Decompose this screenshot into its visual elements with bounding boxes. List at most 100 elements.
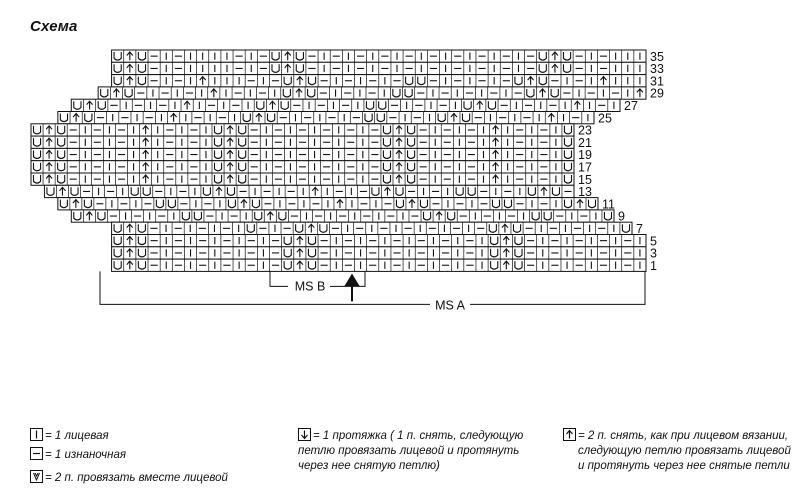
yarn-over-stitch: [463, 101, 472, 110]
slip-up-stitch: [215, 186, 223, 196]
yarn-over-stitch: [295, 64, 304, 73]
purl-stitch-icon: [30, 447, 43, 460]
row-number-label: 19: [578, 148, 592, 162]
yarn-over-stitch: [419, 199, 429, 209]
slip-up-stitch: [492, 161, 499, 171]
yarn-over-stitch: [562, 52, 572, 61]
yarn-over-stitch: [256, 101, 265, 110]
yarn-over-stitch: [213, 150, 223, 159]
slip-up-stitch: [492, 124, 499, 135]
slip-up-stitch: [255, 112, 263, 122]
yarn-over-stitch: [514, 236, 523, 246]
row-number-label: 23: [578, 124, 592, 138]
legend-slip-up-line-3: и протянуть через нее снятые петли: [578, 460, 790, 472]
knit-stitch-icon: [30, 428, 43, 441]
yarn-over-stitch: [137, 76, 147, 86]
legend-k2tog-label: = 2 п. провязать вместе лицевой: [45, 472, 228, 484]
yarn-over-stitch: [490, 236, 499, 246]
slip-up-stitch: [183, 100, 191, 110]
yarn-over-stitch: [238, 138, 247, 147]
yarn-over-stitch: [57, 138, 66, 147]
slip-up-stitch: [45, 174, 53, 184]
yarn-over-stitch: [251, 199, 260, 209]
yarn-over-stitch: [392, 88, 401, 98]
yarn-over-stitch: [113, 236, 122, 246]
yarn-over-stitch: [57, 150, 66, 159]
yarn-over-stitch: [254, 211, 263, 221]
yarn-over-stitch: [371, 187, 380, 196]
yarn-over-stitch: [405, 76, 414, 86]
slip-up-stitch: [126, 223, 134, 233]
slip-up-stitch: [142, 161, 150, 171]
yarn-over-stitch: [113, 261, 122, 270]
slip-up-stitch: [395, 149, 403, 159]
yarn-over-stitch: [57, 125, 66, 135]
yarn-over-stitch: [563, 162, 573, 172]
slip-up-stitch: [307, 223, 315, 233]
yarn-over-stitch: [382, 138, 392, 147]
yarn-over-stitch: [113, 52, 122, 61]
slip-up-stitch: [573, 100, 581, 110]
yarn-over-stitch: [246, 224, 255, 233]
slip-up-stitch: [476, 100, 484, 110]
slip-up-stitch: [170, 112, 178, 122]
yarn-over-stitch: [46, 187, 55, 196]
yarn-over-stitch: [376, 113, 385, 123]
yarn-over-stitch: [213, 162, 223, 172]
yarn-over-stitch: [283, 248, 292, 258]
yarn-over-stitch: [113, 248, 122, 258]
slip-up-stitch: [142, 174, 150, 184]
slip-up-stitch: [502, 235, 510, 245]
yarn-over-stitch: [512, 224, 522, 233]
yarn-over-stitch: [455, 187, 464, 196]
yarn-over-stitch: [563, 150, 573, 159]
yarn-over-stitch: [137, 224, 146, 233]
yarn-over-stitch: [461, 113, 471, 123]
yarn-over-stitch: [307, 236, 317, 246]
slip-up-stitch: [126, 235, 134, 245]
yarn-over-stitch: [202, 187, 211, 196]
yarn-over-stitch: [32, 175, 42, 184]
row-number-label: 35: [650, 50, 664, 64]
yarn-over-stitch: [550, 88, 559, 98]
yarn-over-stitch: [307, 88, 316, 98]
row-number-label: 13: [578, 185, 592, 199]
yarn-over-stitch: [283, 236, 292, 246]
yarn-over-stitch: [59, 199, 68, 209]
slip-up-stitch: [226, 137, 234, 147]
legend-knit-label: = 1 лицевая: [45, 430, 109, 442]
yarn-over-stitch: [603, 211, 613, 221]
yarn-over-stitch: [587, 199, 597, 209]
row-number-label: 31: [650, 74, 664, 88]
slip-up-stitch: [435, 211, 443, 221]
slip-up-stitch: [450, 112, 458, 122]
slip-up-stitch: [551, 63, 559, 73]
slip-up-stitch: [296, 235, 304, 245]
slip-up-stitch: [502, 247, 510, 258]
slip-up-stitch: [408, 198, 416, 208]
chart-row: [111, 74, 647, 88]
slip-up-stitch: [395, 137, 403, 147]
slip-up-stitch: [269, 100, 276, 110]
yarn-over-stitch: [84, 113, 93, 123]
yarn-over-stitch: [514, 261, 523, 270]
yarn-over-stitch: [382, 125, 392, 135]
yarn-over-stitch: [238, 175, 247, 184]
yarn-over-stitch: [226, 187, 236, 196]
row-number-label: 17: [578, 161, 592, 175]
slip-up-stitch: [295, 88, 303, 98]
slip-up-stitch: [226, 161, 234, 171]
legend-slip-down-line-2: петлю провязать лицевой и протянуть: [298, 445, 520, 457]
yarn-over-stitch: [527, 187, 536, 196]
row-number-label: 29: [650, 87, 664, 101]
slip-down-arrow-icon: [298, 428, 311, 441]
slip-up-stitch: [199, 75, 207, 85]
yarn-over-stitch: [526, 88, 535, 98]
slip-up-stitch: [126, 63, 134, 73]
yarn-over-stitch: [181, 211, 190, 221]
row-number-label: 27: [624, 99, 638, 113]
chart-row: [30, 123, 575, 137]
yarn-over-stitch: [395, 199, 405, 209]
yarn-over-stitch: [57, 162, 66, 172]
